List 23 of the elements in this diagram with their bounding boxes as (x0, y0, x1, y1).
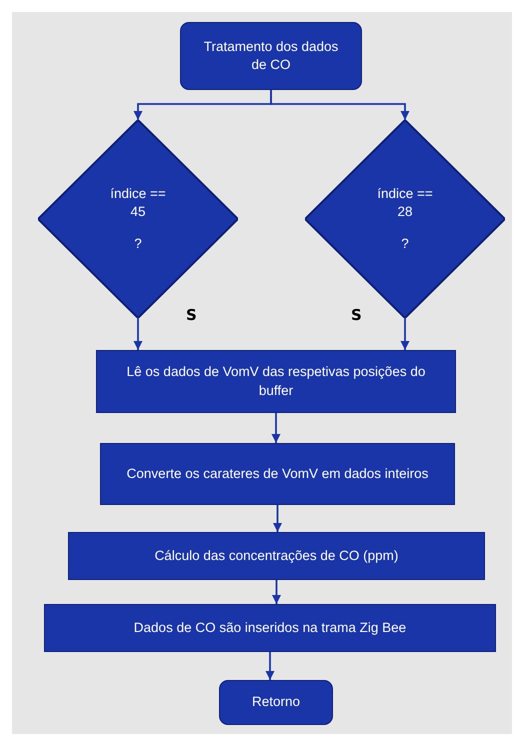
node-text: índice == 45 (109, 184, 167, 221)
process-box (100, 443, 455, 505)
node-text: Converte os carateres de VomV em dados inteiros (126, 464, 428, 483)
node-text: ? (134, 235, 142, 254)
node-text: Lê os dados de VomV das respetivas posições do buffer (126, 363, 426, 400)
arrow (272, 413, 280, 443)
process-box (44, 604, 496, 652)
node-text: Cálculo das concentrações de CO (ppm) (154, 546, 398, 565)
terminal-box (180, 22, 362, 90)
node-text: índice == 28 (376, 184, 434, 221)
arrow (270, 90, 410, 120)
arrow (272, 580, 281, 604)
arrow (266, 652, 274, 680)
process-box (68, 532, 485, 580)
node-text: Retorno (252, 693, 300, 712)
node-text: ? (401, 235, 409, 254)
arrow (400, 318, 410, 350)
arrow (273, 505, 282, 532)
node-text: Dados de CO são inseridos na trama Zig Bee (134, 618, 406, 637)
node-text: Tratamento dos dados de CO (202, 38, 340, 74)
terminal-box (219, 680, 333, 725)
arrow (134, 318, 142, 350)
process-box (96, 350, 456, 413)
